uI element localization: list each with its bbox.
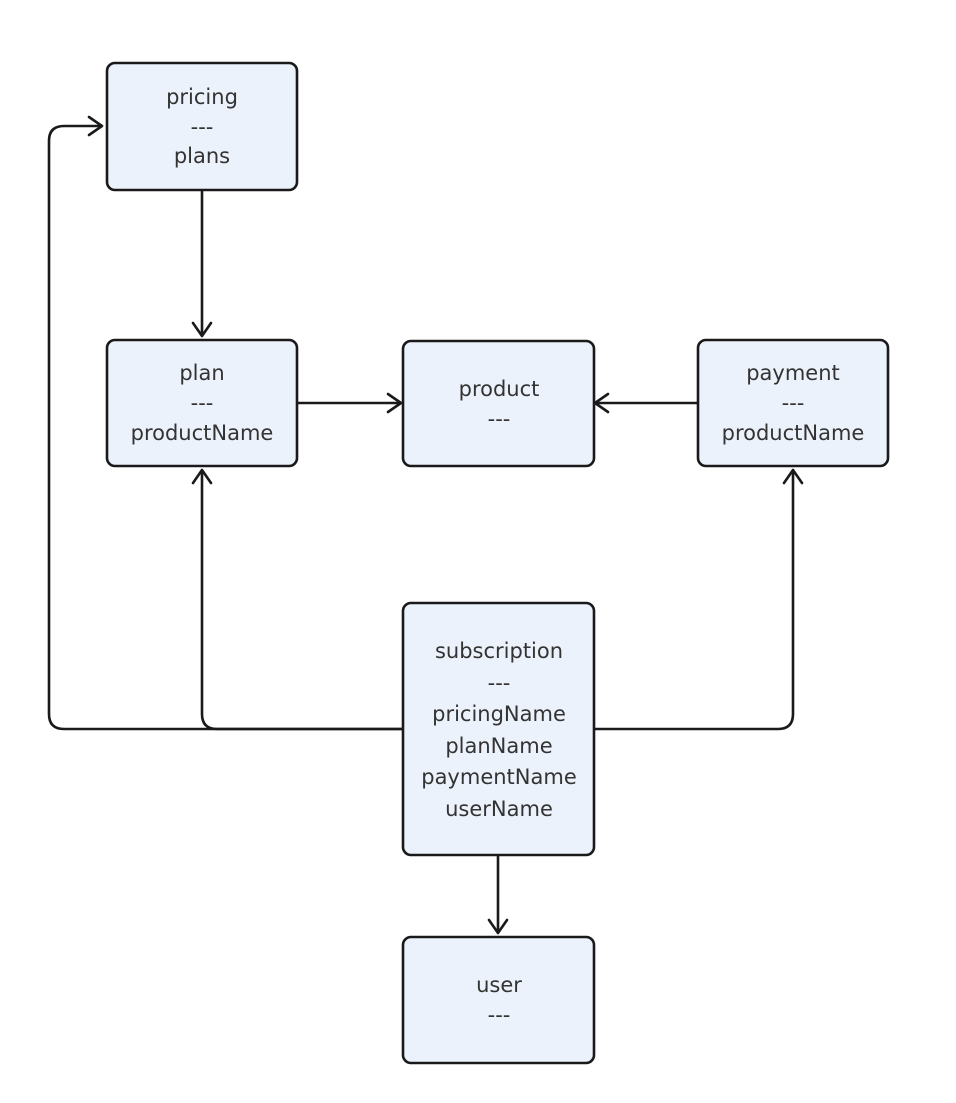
node-user-box — [401, 935, 596, 1065]
node-subscription-line: --- — [488, 671, 511, 695]
node-product-line: product — [459, 377, 540, 401]
node-subscription: subscription --- pricingName planName pa… — [401, 601, 596, 857]
node-pricing: pricing --- plans — [105, 61, 299, 192]
edge-subscription-to-payment — [591, 468, 804, 731]
node-payment-line: --- — [782, 391, 805, 415]
edge-subscription-to-plan — [191, 468, 405, 731]
edge-subscription-to-pricing — [47, 115, 405, 731]
node-pricing-line: plans — [174, 144, 230, 168]
node-plan-line: productName — [131, 421, 274, 445]
node-user-line: --- — [488, 1003, 511, 1027]
node-payment: payment --- productName — [696, 338, 890, 468]
node-payment-line: payment — [746, 361, 840, 385]
node-payment-box — [696, 338, 890, 468]
node-subscription-line: subscription — [435, 639, 563, 663]
node-user: user --- — [401, 935, 596, 1065]
node-user-line: user — [476, 973, 522, 997]
node-layer: pricing --- plans plan --- productName p… — [105, 61, 890, 1065]
node-plan-line: plan — [179, 361, 224, 385]
node-subscription-line: userName — [445, 797, 553, 821]
node-pricing-line: --- — [191, 115, 214, 139]
edge-layer — [47, 115, 804, 935]
node-subscription-line: pricingName — [432, 702, 566, 726]
node-product: product --- — [401, 339, 596, 468]
node-product-line: --- — [488, 407, 511, 431]
node-subscription-line: planName — [445, 734, 552, 758]
node-plan-line: --- — [191, 391, 214, 415]
node-subscription-box — [401, 601, 596, 857]
node-pricing-line: pricing — [166, 85, 238, 109]
node-subscription-line: paymentName — [421, 765, 577, 789]
node-product-box — [401, 339, 596, 468]
node-payment-line: productName — [722, 421, 865, 445]
node-plan-box — [105, 338, 299, 468]
node-pricing-box — [105, 61, 299, 192]
node-plan: plan --- productName — [105, 338, 299, 468]
